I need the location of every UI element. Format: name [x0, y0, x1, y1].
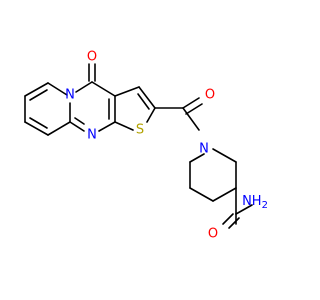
bond-c2-s	[146, 107, 156, 123]
bond-camide-n	[235, 204, 253, 215]
atom-labels: O N N S O N NH2 O	[65, 50, 268, 242]
atom-n-pyrimidine: N	[87, 128, 97, 143]
bond-ccarbonyl-o	[182, 97, 200, 109]
bond-c3-c2	[138, 86, 156, 109]
bond-c8-c9-inner	[29, 117, 48, 129]
bond-c6-c7-inner	[29, 89, 48, 101]
bond-c10a-n10	[98, 121, 116, 132]
bond-n5-c4a	[47, 82, 68, 96]
bond-n5-c4	[75, 81, 93, 93]
bond-c4a-c3	[114, 86, 140, 97]
atom-n-pyridine: N	[65, 88, 75, 103]
nh2-subscript: 2	[262, 200, 268, 211]
atom-n-piperidine: N	[199, 142, 209, 157]
atom-o-ketone: O	[87, 50, 97, 65]
atom-nh2-amide: NH2	[242, 194, 268, 211]
bond-n-c2p	[212, 148, 237, 163]
atom-s-thiophene: S	[136, 123, 144, 138]
atom-o-amide: O	[208, 227, 218, 242]
nh-text: NH	[242, 194, 262, 209]
molecule-diagram: O N N S O N NH2 O	[24, 50, 268, 242]
atom-o-carbonyl: O	[205, 88, 215, 103]
bond-c9-c9a	[47, 121, 71, 136]
bond-c4-c4a	[91, 81, 116, 97]
bond-c3p-c4p	[212, 187, 237, 202]
bond-c6p-n	[189, 153, 205, 163]
bond-ccarbonyl-n	[182, 107, 200, 131]
bond-camide-o-b	[228, 217, 240, 229]
bond-ccarbonyl-o-2	[185, 103, 203, 115]
bond-c8-c9	[24, 121, 49, 136]
bond-n10-c9a	[69, 121, 85, 132]
bond-s-c10a	[114, 121, 134, 131]
bond-c4p-c5p	[189, 187, 214, 202]
bond-n10-c9a-inner	[74, 117, 85, 125]
bond-c3-c2-inner	[137, 93, 150, 110]
structure-svg: O N N S O N NH2 O	[24, 50, 268, 242]
bond-c6-c7	[24, 82, 49, 97]
bonds	[24, 63, 253, 229]
bond-camide-o-a	[222, 213, 234, 225]
